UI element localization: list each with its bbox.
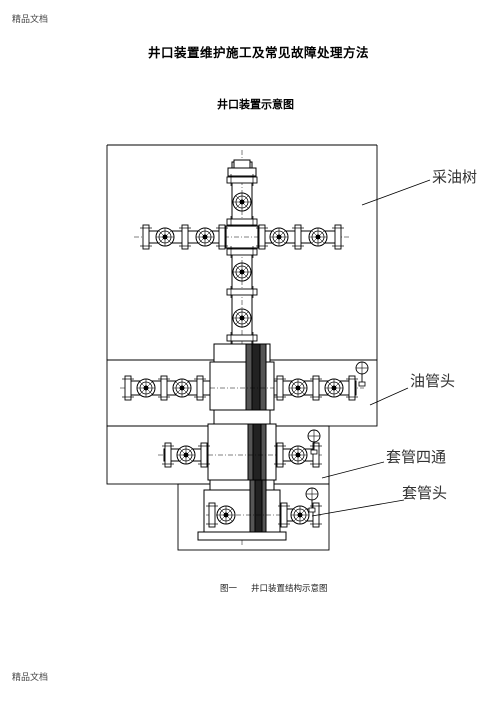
callout-christmas-tree: 采油树 bbox=[432, 168, 478, 186]
figure-caption: 图一 井口装置结构示意图 bbox=[220, 582, 328, 594]
casing-head-left-valve-icon bbox=[216, 505, 236, 525]
figure-subtitle: 井口装置示意图 bbox=[217, 98, 294, 111]
tubing-head-body bbox=[209, 343, 275, 440]
callout-leaders bbox=[311, 179, 431, 517]
page-footer: 精品文档 bbox=[12, 673, 49, 683]
callout-tubing-head: 油管头 bbox=[410, 372, 456, 390]
casing-spool-right-valve-icon bbox=[288, 445, 308, 465]
tree-top-cap bbox=[227, 159, 257, 177]
tubing-pressure-gauge-icon bbox=[355, 361, 369, 387]
right-wing-valve-outer-icon bbox=[308, 227, 328, 247]
casing-head-right-valve-icon bbox=[290, 505, 310, 525]
right-wing-valve-inner-icon bbox=[269, 227, 289, 247]
casing-head-body bbox=[197, 479, 287, 541]
page-header: 精品文档 bbox=[12, 15, 49, 25]
lower-master-valve-icon bbox=[232, 308, 252, 328]
tubing-right-valve-outer-icon bbox=[324, 378, 344, 398]
upper-master-valve-icon bbox=[232, 262, 252, 282]
swab-valve-icon bbox=[232, 192, 252, 212]
left-wing-valve-outer-icon bbox=[155, 227, 175, 247]
caption-text: 井口装置结构示意图 bbox=[251, 584, 328, 594]
casing-spool-left-valve-icon bbox=[176, 445, 196, 465]
caption-number: 图一 bbox=[220, 584, 238, 594]
callout-casing-spool: 套管四通 bbox=[386, 448, 447, 466]
tubing-left-valve-outer-icon bbox=[136, 378, 156, 398]
callout-casing-head: 套管头 bbox=[402, 484, 448, 502]
tubing-left-valve-inner-icon bbox=[172, 378, 192, 398]
document-title: 井口装置维护施工及常见故障处理方法 bbox=[148, 45, 370, 60]
tubing-right-valve-inner-icon bbox=[288, 378, 308, 398]
left-wing-valve-inner-icon bbox=[195, 227, 215, 247]
casing-spool-body bbox=[207, 409, 277, 481]
